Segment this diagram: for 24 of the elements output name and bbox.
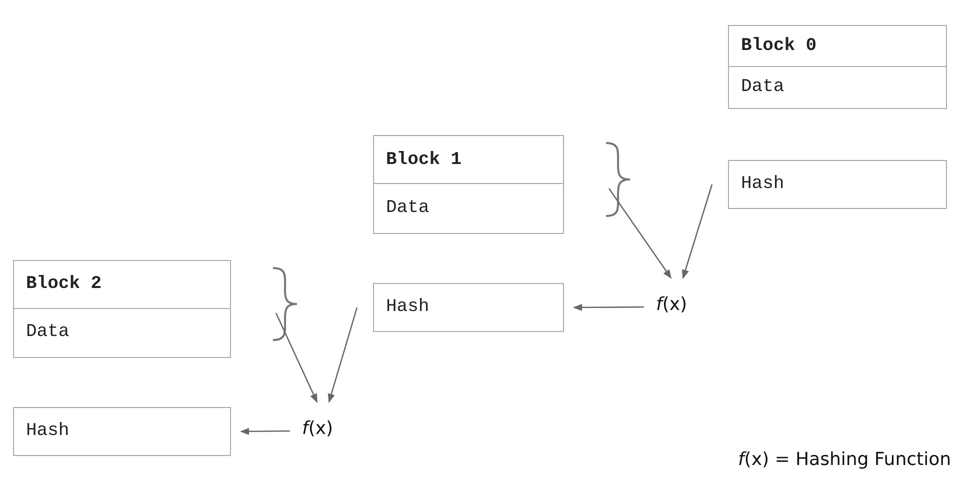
block-title: Block 1 — [386, 150, 462, 170]
hash-box — [728, 160, 947, 209]
hash-box — [13, 407, 231, 456]
field-text: Data — [386, 198, 430, 218]
arrow — [240, 428, 290, 436]
block-card — [373, 135, 564, 234]
field-text: Hash — [386, 297, 430, 317]
block-title: Block 0 — [741, 36, 817, 56]
block-title: Block 2 — [26, 274, 102, 294]
arrow — [275, 312, 318, 403]
arrow — [608, 188, 672, 279]
field-text: Data — [26, 322, 70, 342]
block-card — [728, 25, 947, 109]
arrow — [573, 304, 644, 312]
field-text: Hash — [741, 174, 784, 194]
function-label: f(x) — [302, 418, 334, 439]
block-card — [13, 260, 231, 358]
field-text: Data — [741, 76, 784, 97]
legend-note: f(x) = Hashing Function — [738, 449, 951, 470]
function-label: f(x) — [656, 294, 688, 315]
hash-box — [373, 283, 564, 332]
arrow — [328, 307, 358, 403]
field-text: Hash — [26, 421, 70, 441]
arrow — [682, 184, 713, 279]
